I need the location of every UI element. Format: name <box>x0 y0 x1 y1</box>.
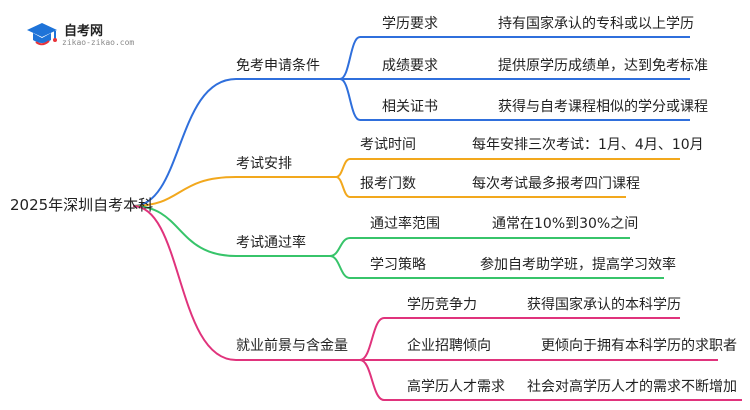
detail-label: 每次考试最多报考四门课程 <box>472 176 640 192</box>
subtopic-label: 考试时间 <box>360 137 416 153</box>
subtopic-label: 学习策略 <box>370 257 426 273</box>
detail-label: 社会对高学历人才的需求不断增加 <box>527 379 737 395</box>
root-topic: 2025年深圳自考本科 <box>10 196 154 214</box>
branch-connector <box>132 205 330 257</box>
detail-label: 获得国家承认的本科学历 <box>527 297 681 313</box>
subtopic-connector <box>335 176 456 198</box>
detail-label: 参加自考助学班，提高学习效率 <box>480 257 676 273</box>
subtopic-connector <box>359 317 510 361</box>
subtopic-label: 企业招聘倾向 <box>407 338 491 354</box>
detail-label: 提供原学历成绩单，达到免考标准 <box>498 58 708 74</box>
subtopic-connector <box>329 237 476 257</box>
subtopic-label: 通过率范围 <box>370 216 440 232</box>
subtopic-label: 高学历人才需求 <box>407 379 505 395</box>
site-logo: 自考网 zikao-zikao.com <box>24 18 144 52</box>
subtopic-label: 报考门数 <box>360 176 416 192</box>
detail-label: 更倾向于拥有本科学历的求职者 <box>541 338 737 354</box>
branch-label: 考试通过率 <box>236 235 306 251</box>
detail-label: 获得与自考课程相似的学分或课程 <box>498 99 708 115</box>
logo-title: 自考网 <box>64 24 104 39</box>
subtopic-connector <box>359 359 510 401</box>
detail-label: 通常在10%到30%之间 <box>492 216 639 232</box>
branch-connector <box>132 176 336 207</box>
detail-label: 每年安排三次考试：1月、4月、10月 <box>472 137 704 153</box>
subtopic-label: 成绩要求 <box>382 58 438 74</box>
branch-label: 免考申请条件 <box>236 58 320 74</box>
branch-label: 就业前景与含金量 <box>236 338 348 354</box>
subtopic-label: 学历竞争力 <box>407 297 477 313</box>
subtopic-label: 学历要求 <box>382 16 438 32</box>
subtopic-label: 相关证书 <box>382 99 438 115</box>
subtopic-connector <box>339 36 480 80</box>
graduation-cap-icon <box>27 23 57 46</box>
logo-domain: zikao-zikao.com <box>62 38 135 47</box>
subtopic-connector <box>329 255 464 279</box>
detail-label: 持有国家承认的专科或以上学历 <box>498 16 694 32</box>
branch-connector <box>132 78 340 207</box>
subtopic-connector <box>335 158 456 178</box>
subtopic-connector <box>339 78 480 121</box>
branch-label: 考试安排 <box>236 156 292 172</box>
branch-connector <box>132 205 360 361</box>
